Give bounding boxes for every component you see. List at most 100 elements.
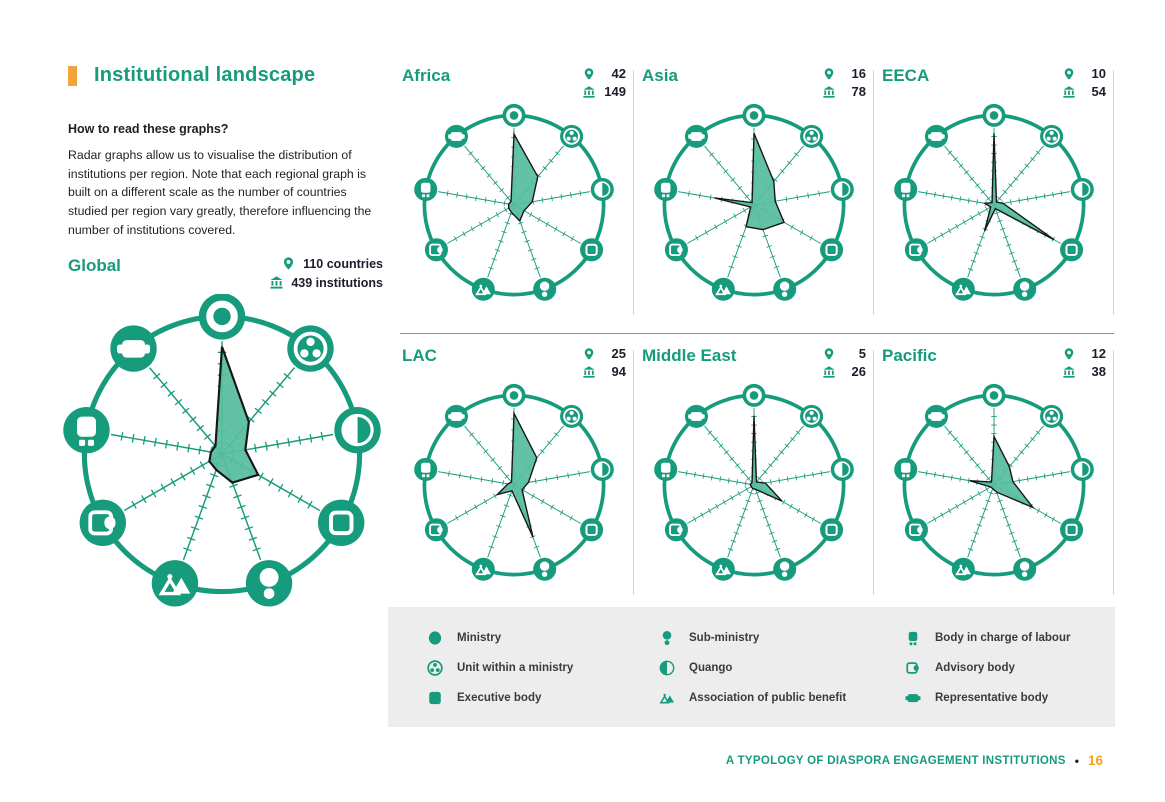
sub-ministry-icon xyxy=(658,629,676,647)
chart-panel-lac: LAC 25 94 xyxy=(402,346,626,588)
divider xyxy=(1113,70,1114,315)
divider xyxy=(873,350,874,595)
countries-count: 42 xyxy=(611,66,626,81)
institutions-count: 26 xyxy=(851,364,866,379)
executive-body-icon xyxy=(426,689,444,707)
quango-icon xyxy=(658,659,676,677)
accent-bar xyxy=(68,65,77,86)
radar-chart xyxy=(411,102,617,308)
association-of-public-benefit-icon xyxy=(658,689,676,707)
legend-label: Advisory body xyxy=(935,662,1015,674)
legend-label: Sub-ministry xyxy=(689,632,760,644)
chart-stats: 5 26 xyxy=(822,346,866,379)
bank-icon xyxy=(582,85,596,99)
legend-item: Representative body xyxy=(904,683,1104,713)
radar-chart-svg xyxy=(894,383,1094,581)
legend-label: Representative body xyxy=(935,692,1049,704)
legend-label: Quango xyxy=(689,662,733,674)
chart-region-title: Global xyxy=(68,256,121,275)
radar-chart-global xyxy=(62,293,382,614)
global-chart-header: Global 110 countries 439 institutions xyxy=(68,256,383,290)
radar-chart xyxy=(411,382,617,588)
institutions-count: 54 xyxy=(1091,84,1106,99)
body-in-charge-of-labour-icon xyxy=(904,629,922,647)
chart-panel-middle-east: Middle East 5 26 xyxy=(642,346,866,588)
ministry-icon xyxy=(426,629,444,647)
chart-legend: Ministry Unit within a ministry Executiv… xyxy=(388,607,1115,727)
chart-stats: 110 countries 439 institutions xyxy=(269,256,383,290)
chart-panel-asia: Asia 16 78 xyxy=(642,66,866,308)
chart-region-title: LAC xyxy=(402,346,437,365)
legend-item: Quango xyxy=(658,653,904,683)
countries-stat: 42 xyxy=(582,66,626,81)
legend-item: Advisory body xyxy=(904,653,1104,683)
page-footer: A TYPOLOGY OF DIASPORA ENGAGEMENT INSTIT… xyxy=(726,753,1103,768)
legend-label: Unit within a ministry xyxy=(457,662,574,674)
divider xyxy=(633,70,634,315)
chart-stats: 25 94 xyxy=(582,346,626,379)
section-header: Institutional landscape xyxy=(68,64,315,87)
countries-count: 25 xyxy=(611,346,626,361)
radar-chart-svg xyxy=(414,103,614,301)
location-pin-icon xyxy=(822,347,836,361)
countries-stat: 12 xyxy=(1062,346,1106,361)
divider xyxy=(873,70,874,315)
bank-icon xyxy=(822,365,836,379)
countries-stat: 16 xyxy=(822,66,866,81)
unit-within-ministry-icon xyxy=(426,659,444,677)
bank-icon xyxy=(1062,365,1076,379)
countries-count: 10 xyxy=(1091,66,1106,81)
radar-chart xyxy=(891,382,1097,588)
countries-stat: 10 xyxy=(1062,66,1106,81)
legend-item: Ministry xyxy=(426,623,658,653)
countries-count: 16 xyxy=(851,66,866,81)
institutions-count: 38 xyxy=(1091,364,1106,379)
legend-item: Executive body xyxy=(426,683,658,713)
radar-chart-svg xyxy=(894,103,1094,301)
location-pin-icon xyxy=(1062,67,1076,81)
institutions-stat: 78 xyxy=(822,84,866,99)
chart-stats: 16 78 xyxy=(822,66,866,99)
institutions-stat: 26 xyxy=(822,364,866,379)
page-title: Institutional landscape xyxy=(94,64,316,86)
institutions-count: 94 xyxy=(611,364,626,379)
legend-label: Association of public benefit xyxy=(689,692,847,704)
location-pin-icon xyxy=(582,347,596,361)
chart-region-title: Africa xyxy=(402,66,451,85)
divider xyxy=(633,350,634,595)
bank-icon xyxy=(582,365,596,379)
advisory-body-icon xyxy=(904,659,922,677)
radar-chart xyxy=(891,102,1097,308)
legend-label: Body in charge of labour xyxy=(935,632,1071,644)
radar-chart xyxy=(651,382,857,588)
countries-count: 12 xyxy=(1091,346,1106,361)
chart-stats: 10 54 xyxy=(1062,66,1106,99)
institutions-count: 439 institutions xyxy=(291,275,383,290)
radar-chart-svg xyxy=(63,293,381,607)
chart-region-title: Pacific xyxy=(882,346,937,365)
representative-body-icon xyxy=(904,689,922,707)
institutions-stat: 94 xyxy=(582,364,626,379)
legend-item: Sub-ministry xyxy=(658,623,904,653)
countries-count: 110 countries xyxy=(303,256,383,271)
page-number: 16 xyxy=(1087,753,1103,768)
chart-region-title: Asia xyxy=(642,66,678,85)
divider xyxy=(400,333,1114,334)
howto-body: Radar graphs allow us to visualise the d… xyxy=(68,148,372,237)
location-pin-icon xyxy=(822,67,836,81)
legend-item: Body in charge of labour xyxy=(904,623,1104,653)
legend-item: Association of public benefit xyxy=(658,683,904,713)
institutions-stat: 54 xyxy=(1062,84,1106,99)
location-pin-icon xyxy=(281,256,296,271)
chart-panel-eeca: EECA 10 54 xyxy=(882,66,1106,308)
radar-chart xyxy=(651,102,857,308)
bank-icon xyxy=(1062,85,1076,99)
howto-heading: How to read these graphs? xyxy=(68,122,229,136)
countries-stat: 5 xyxy=(822,346,866,361)
institutions-count: 78 xyxy=(851,84,866,99)
countries-stat: 110 countries xyxy=(281,256,383,271)
countries-stat: 25 xyxy=(582,346,626,361)
bank-icon xyxy=(822,85,836,99)
footer-title: A TYPOLOGY OF DIASPORA ENGAGEMENT INSTIT… xyxy=(725,754,1066,767)
footer-separator: • xyxy=(1074,753,1079,768)
